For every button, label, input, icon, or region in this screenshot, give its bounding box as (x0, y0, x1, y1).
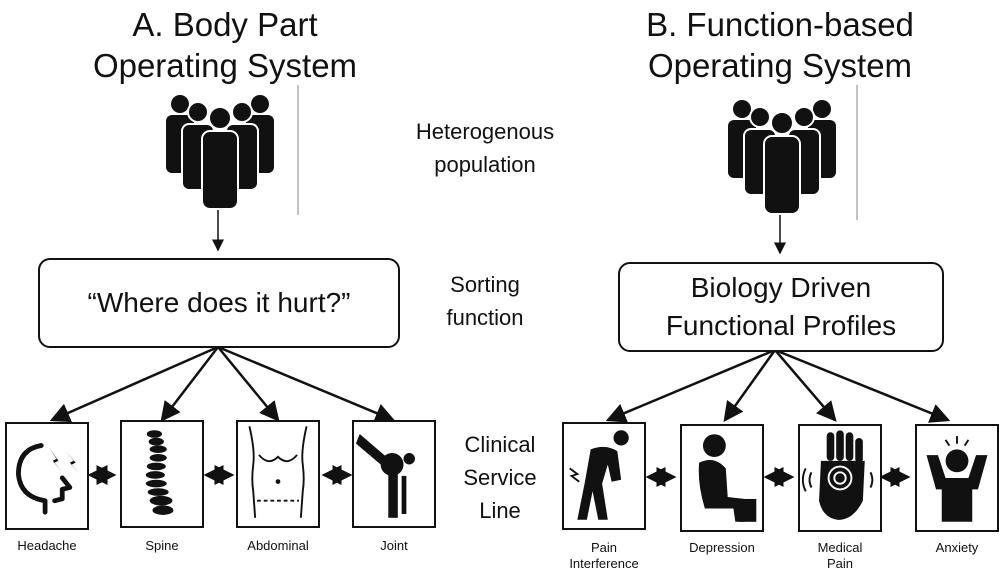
depression-label-line1: Depression (689, 540, 755, 555)
depression-label: Depression (667, 540, 777, 556)
medical-pain-label-line2: Pain (826, 556, 854, 571)
arrow-to-medical-pain (774, 349, 837, 422)
right-title: B. Function-based Operating System (620, 4, 940, 86)
pain-interference-label-line2: Interference (569, 556, 639, 571)
arrow-to-headache (49, 345, 219, 423)
left-title: A. Body Part Operating System (70, 4, 380, 86)
population-label: Heterogenous population (385, 115, 585, 181)
sorting-label-line1: Sorting (450, 272, 520, 297)
left-title-line2: Operating System (92, 47, 358, 84)
anxiety-label: Anxiety (902, 540, 1000, 556)
crowd-icon (728, 100, 836, 215)
crowd-icon (166, 95, 274, 210)
functional-profiles-box: Biology Driven Functional Profiles (618, 262, 944, 352)
pain-interference-label-line1: Pain (590, 540, 618, 555)
left-title-line1: A. Body Part (132, 6, 318, 43)
right-title-line1: B. Function-based (646, 6, 914, 43)
arrow-to-joint (217, 345, 396, 423)
abdominal-label: Abdominal (247, 538, 309, 553)
spine-label: Spine (145, 538, 179, 553)
where-does-it-hurt-text: “Where does it hurt?” (87, 287, 351, 318)
anxiety-label-line1: Anxiety (935, 540, 979, 555)
pain-interference-label: Pain Interference (549, 540, 659, 572)
joint-label: Joint (380, 538, 408, 553)
arrow-to-pain-interference (605, 348, 776, 423)
arrow-to-abdominal (217, 346, 280, 422)
headache-label: Headache (17, 538, 77, 553)
anxiety-icon (915, 424, 999, 532)
medical-pain-label-line1: Medical (817, 540, 863, 555)
where-does-it-hurt-box: “Where does it hurt?” (38, 258, 400, 348)
service-line-label: Clinical Service Line (400, 428, 600, 527)
right-title-line2: Operating System (647, 47, 913, 84)
arrow-to-depression (723, 349, 777, 423)
functional-profiles-line1: Biology Driven (690, 272, 872, 303)
abdomen-icon (236, 420, 320, 528)
population-label-line1: Heterogenous (415, 119, 555, 144)
sorting-label: Sorting function (385, 268, 585, 334)
service-line-label-line1: Clinical (464, 432, 536, 457)
service-line-label-line3: Line (479, 498, 521, 523)
pain-interference-icon (562, 422, 646, 530)
spine-icon (120, 420, 204, 528)
population-label-line2: population (434, 152, 536, 177)
sorting-label-line2: function (446, 305, 524, 330)
functional-profiles-line2: Functional Profiles (665, 310, 897, 341)
medical-pain-icon (798, 424, 882, 532)
service-line-label-line2: Service (463, 465, 537, 490)
arrow-to-anxiety (774, 348, 951, 423)
depression-icon (680, 424, 764, 532)
medical-pain-label: Medical Pain (785, 540, 895, 572)
arrow-to-spine (160, 346, 219, 422)
knee-joint-icon (352, 420, 436, 528)
headache-icon (5, 422, 89, 530)
